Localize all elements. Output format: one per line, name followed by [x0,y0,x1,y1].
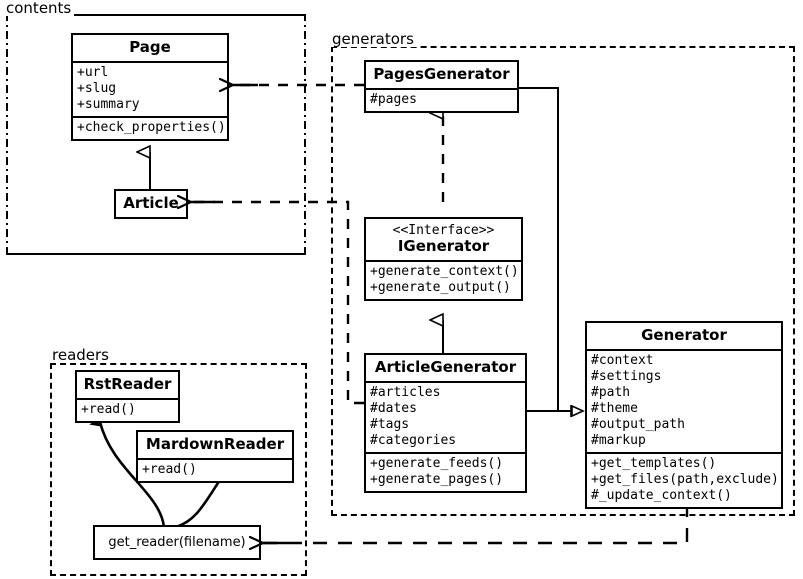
class-page[interactable]: Page +url +slug +summary +check_properti… [71,33,229,141]
class-article-generator-attribute: #tags [370,417,410,432]
class-page-operation: +check_properties() [77,120,226,135]
class-generator-attribute: #context [591,353,654,368]
class-igenerator-operation: +generate_output() [370,280,511,295]
class-mardown-reader-operations: +read() [138,458,292,481]
class-generator[interactable]: Generator #context #settings #path #them… [585,321,783,509]
class-page-attribute: +summary [77,97,140,112]
class-generator-operations: +get_templates() +get_files(path,exclude… [587,452,781,507]
class-generator-name: Generator [641,326,727,344]
class-generator-attribute: #markup [591,433,646,448]
class-rst-reader-operations: +read() [77,398,178,421]
class-generator-attribute: #settings [591,369,662,384]
class-igenerator-operation: +generate_context() [370,264,519,279]
class-mardown-reader-operation: +read() [142,462,197,477]
class-article-generator-attribute: #categories [370,433,457,448]
class-article-generator-attribute: #dates [370,401,417,416]
class-rst-reader[interactable]: RstReader +read() [75,370,180,423]
class-mardown-reader-name: MardownReader [145,435,285,453]
class-pages-generator-attributes: #pages [366,88,517,111]
class-igenerator-title: IGenerator [397,237,490,255]
package-readers [50,363,307,576]
class-article-generator-operation: +generate_feeds() [370,456,504,471]
class-article-generator-name: ArticleGenerator [374,358,517,376]
class-mardown-reader[interactable]: MardownReader +read() [136,430,294,483]
class-generator-attributes: #context #settings #path #theme #output_… [587,349,781,452]
class-generator-operation: #_update_context() [591,488,732,503]
class-generator-attribute: #theme [591,401,638,416]
class-rst-reader-operation: +read() [81,402,136,417]
function-get-reader-label: get_reader(filename) [108,535,246,550]
class-page-attribute: +slug [77,81,117,96]
class-article-generator-attributes: #articles #dates #tags #categories [366,381,525,452]
class-pages-generator-attribute: #pages [370,92,417,107]
class-igenerator[interactable]: <<Interface>> IGenerator +generate_conte… [364,217,523,301]
class-article-name: Article [123,194,179,212]
package-readers-label: readers [50,347,112,363]
class-pages-generator[interactable]: PagesGenerator #pages [364,60,519,113]
class-page-name: Page [129,38,171,56]
class-igenerator-operations: +generate_context() +generate_output() [366,260,521,299]
class-page-operations: +check_properties() [73,116,227,139]
class-igenerator-name: <<Interface>> IGenerator [366,219,521,260]
package-generators-label: generators [330,31,417,47]
class-article[interactable]: Article [114,189,188,219]
class-page-attribute: +url [77,65,109,80]
class-rst-reader-name: RstReader [83,375,172,393]
class-generator-attribute: #path [591,385,631,400]
class-article-generator-attribute: #articles [370,385,441,400]
class-pages-generator-name: PagesGenerator [373,65,510,83]
class-page-attributes: +url +slug +summary [73,61,227,116]
class-generator-operation: +get_templates() [591,456,717,471]
class-article-generator-operation: +generate_pages() [370,472,504,487]
class-article-generator-operations: +generate_feeds() +generate_pages() [366,452,525,491]
function-get-reader[interactable]: get_reader(filename) [93,525,261,560]
class-generator-operation: +get_files(path,exclude) [591,472,779,487]
class-igenerator-stereotype: <<Interface>> [392,223,495,238]
class-generator-attribute: #output_path [591,417,685,432]
package-contents-label: contents [4,0,75,16]
class-article-generator[interactable]: ArticleGenerator #articles #dates #tags … [364,353,527,493]
